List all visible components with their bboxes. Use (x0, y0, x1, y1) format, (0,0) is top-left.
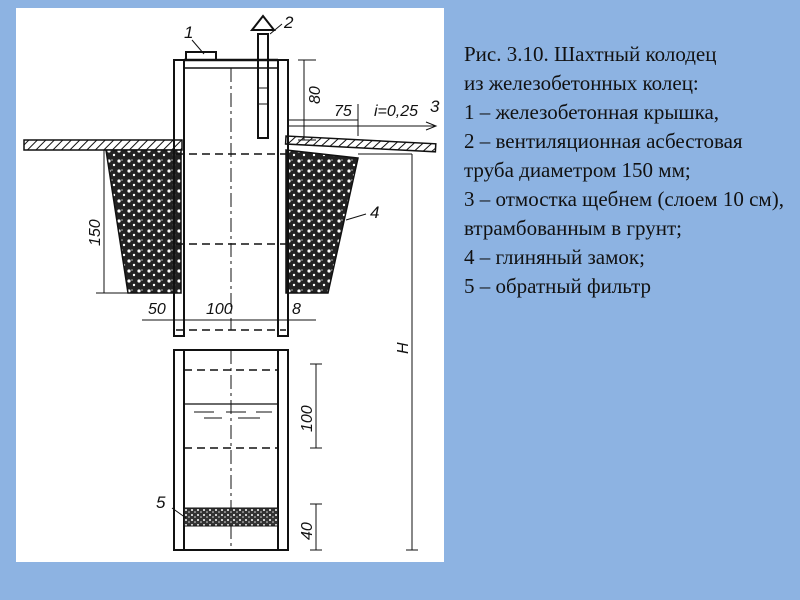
clay-lock-left (105, 149, 182, 294)
caption-title-line-2: из железобетонных колец: (464, 71, 699, 95)
cover-lid (185, 51, 217, 61)
ground-surface (23, 135, 437, 153)
dim-lock-depth: 150 (87, 219, 104, 246)
label-clay-lock: 4 (370, 203, 379, 222)
well-drawing: 1 2 3 4 5 80 75 i=0,25 150 50 100 8 100 … (23, 13, 440, 551)
well-diagram: 1 2 3 4 5 80 75 i=0,25 150 50 100 8 100 … (16, 8, 444, 562)
caption-item-2: 2 – вентиляционная асбестовая труба диам… (464, 129, 743, 182)
label-pavement: 3 (430, 97, 440, 116)
caption-item-3: 3 – отмостка щебнем (слоем 10 см), втрам… (464, 187, 784, 240)
dim-total-depth: H (395, 342, 412, 354)
dimension-lines (96, 59, 438, 551)
caption-title-line-1: Рис. 3.10. Шахтный колодец (464, 42, 717, 66)
caption-item-1: 1 – железобетонная крышка, (464, 100, 720, 124)
dim-pavement-width: 75 (334, 103, 352, 120)
lower-shaft (173, 349, 289, 551)
dim-ring-diameter: 100 (206, 301, 233, 318)
dim-cover-height: 80 (307, 86, 324, 104)
figure-caption: Рис. 3.10. Шахтный колодец из железобето… (464, 40, 794, 301)
return-filter (183, 507, 279, 527)
leader-lines (171, 23, 367, 519)
dim-water-depth: 100 (299, 405, 316, 432)
dim-lock-width: 50 (148, 301, 166, 318)
label-filter: 5 (156, 493, 166, 512)
clay-lock-right (285, 149, 359, 294)
label-cover: 1 (184, 23, 193, 42)
caption-item-4: 4 – глиняный замок; (464, 245, 645, 269)
caption-item-5: 5 – обратный фильтр (464, 274, 652, 298)
upper-shaft (173, 58, 289, 337)
dim-slope: i=0,25 (374, 103, 418, 120)
label-vent-pipe: 2 (283, 13, 294, 32)
dim-filter-height: 40 (299, 522, 316, 540)
dim-wall-thickness: 8 (292, 301, 301, 318)
vent-pipe (249, 14, 277, 139)
